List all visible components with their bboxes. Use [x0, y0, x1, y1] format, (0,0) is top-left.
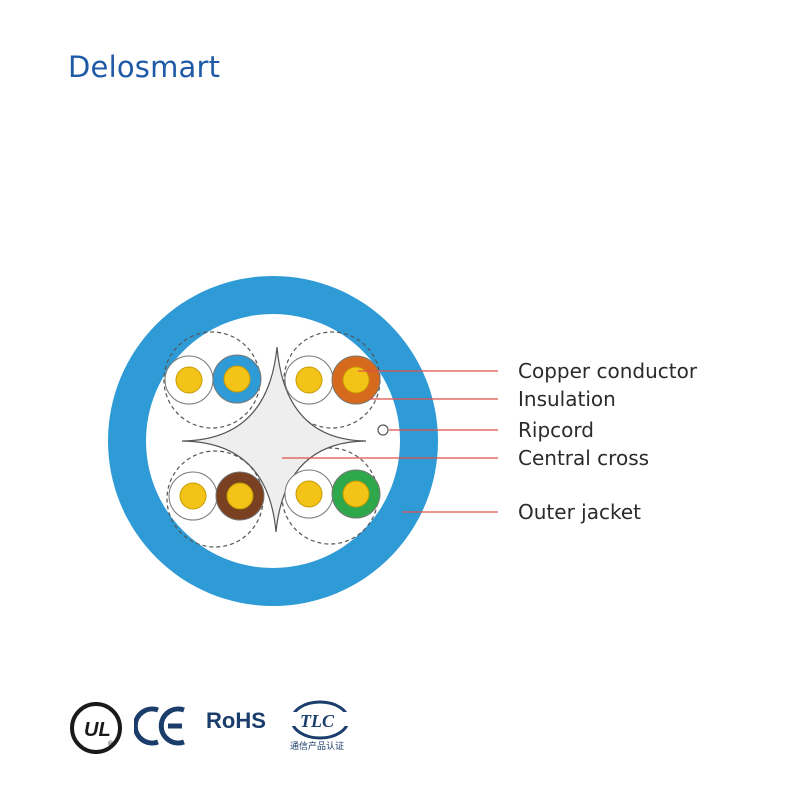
pair-top-left: [164, 354, 262, 405]
conductor-1: [175, 366, 203, 394]
label-outer-jacket: Outer jacket: [518, 500, 641, 524]
central-cross: [181, 346, 367, 533]
label-insulation: Insulation: [518, 387, 616, 411]
label-ripcord: Ripcord: [518, 418, 594, 442]
ripcord: [377, 424, 389, 436]
ce-logo: [134, 706, 185, 746]
label-copper-conductor: Copper conductor: [518, 359, 698, 383]
conductor-7: [295, 480, 323, 508]
brand-logo: Delosmart: [68, 50, 221, 84]
conductor-5: [179, 482, 207, 510]
conductor-6: [226, 482, 254, 510]
pair-bottom-right: [284, 469, 381, 519]
conductor-4: [342, 366, 370, 394]
conductor-8: [342, 480, 370, 508]
pair-top-right: [284, 355, 381, 405]
svg-text:TLC: TLC: [300, 711, 335, 731]
ul-logo: UL ®: [70, 702, 122, 754]
conductor-2: [223, 365, 251, 393]
pair-bottom-left: [168, 471, 265, 521]
label-central-cross: Central cross: [518, 446, 650, 470]
conductor-3: [295, 366, 323, 394]
svg-text:UL: UL: [84, 719, 111, 741]
tlc-logo: TLC 通信产品认证: [290, 700, 352, 752]
svg-text:通信产品认证: 通信产品认证: [290, 740, 344, 752]
svg-text:®: ®: [108, 740, 114, 748]
rohs-logo: RoHS: [206, 708, 266, 733]
